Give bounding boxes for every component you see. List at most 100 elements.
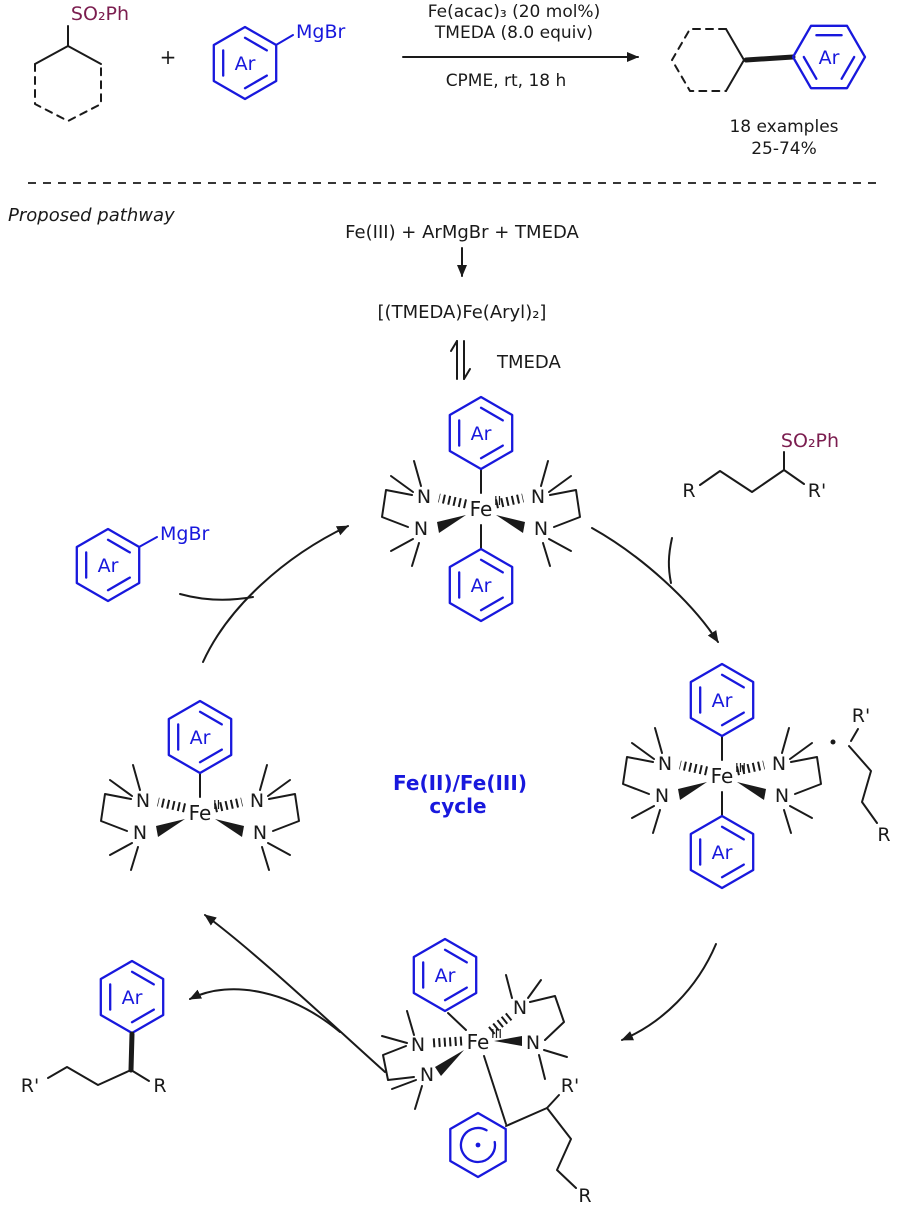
svg-text:N: N [658,753,672,775]
tmeda-ligand-right: N N [736,727,822,834]
oxidation-state: III [735,760,746,775]
svg-text:N: N [534,518,548,540]
oxidation-state: II [494,493,501,508]
mgbr-label: MgBr [296,21,345,43]
fe-label: Fe [189,801,212,825]
cyclohexyl-sulfone-reactant: SO₂Ph [34,3,129,122]
equilibrium-arrows [450,340,471,380]
conditions-text: CPME, rt, 18 h [446,71,567,91]
svg-text:N: N [513,997,527,1019]
radical-dot [830,739,836,745]
cycle-title: Fe(II)/Fe(III) cycle [393,771,527,818]
benzene-ring: Ar [689,662,755,738]
r-prime-label: R' [21,1075,39,1097]
pathway-intermediate: [(TMEDA)Fe(Aryl)₂] [378,302,547,323]
alkyl-chain [505,1107,577,1189]
svg-text:N: N [775,785,789,807]
svg-text:N: N [136,790,150,812]
benzene-ring: Ar [212,25,278,101]
svg-text:N: N [253,822,267,844]
so2ph-label: SO₂Ph [781,430,839,452]
svg-text:N: N [526,1032,540,1054]
ar-label: Ar [471,423,492,445]
catalyst-text: Fe(acac)₃ (20 mol%) [428,2,600,22]
product-dashed-bonds [671,28,727,92]
alkyl-chain [699,469,805,493]
benzene-ring: Ar [689,814,755,890]
tmeda-ligand-left: N N [381,460,467,567]
fe-label: Fe [470,497,493,521]
product-solid-bonds [725,28,745,92]
pathway-title: Proposed pathway [8,205,175,226]
svg-text:N: N [420,1064,434,1086]
benzene-ring: Ar [99,959,165,1035]
benzene-ring: Ar [75,527,141,603]
arrow-right-to-bottom [621,943,717,1041]
cycle-title-line1: Fe(II)/Fe(III) [393,771,527,795]
examples-text: 18 examples [729,117,838,137]
ar-label: Ar [98,555,119,577]
arrow-bottom-to-left [204,914,386,1073]
svg-text:N: N [655,785,669,807]
plus-sign: + [160,45,177,69]
proposed-pathway: Proposed pathway Fe(III) + ArMgBr + TMED… [8,205,580,380]
ar-label: Ar [471,575,492,597]
svg-text:N: N [531,486,545,508]
oxidation-state: II [213,797,220,812]
ar-label: Ar [712,690,733,712]
benzene-ring: Ar [791,24,867,90]
radical-dot [475,1142,481,1148]
sulfone-substrate: SO₂Ph R R' [682,430,839,502]
fe-label: Fe [711,764,734,788]
oxidation-state: III [491,1026,502,1041]
arrow-product-release [189,988,341,1033]
svg-text:N: N [250,790,264,812]
r-label: R [877,824,890,846]
yield-text: 25-74% [751,139,817,159]
cyclohexane-dashed-bonds [34,63,102,122]
radical-chain [848,745,878,824]
svg-text:N: N [772,753,786,775]
reaction-equation: SO₂Ph + Ar MgBr Fe(acac)₃ (20 mol%) TMED… [34,2,867,159]
arylated-product: Ar 18 examples 25-74% [671,24,867,159]
cyclohexadienyl-radical: R' R [449,1075,592,1206]
grignard-feed-curve [179,593,254,601]
ar-label: Ar [712,842,733,864]
svg-text:N: N [411,1034,425,1056]
svg-text:N: N [133,822,147,844]
svg-text:N: N [417,486,431,508]
benzene-ring: Ar [412,937,478,1013]
benzene-ring: Ar [448,547,514,623]
pathway-step1: Fe(III) + ArMgBr + TMEDA [345,222,579,243]
cycle-title-line2: cycle [429,794,486,818]
r-label: R [578,1185,591,1206]
cyclohexane-solid-bonds [34,45,102,65]
fe-carbon-bond [483,1055,507,1125]
cycle-arrows [179,525,719,1073]
r-label: R [153,1075,166,1097]
feIII-alkyl-complex: Ar Fe III N N N N [381,937,568,1125]
benzene-ring: Ar [167,699,233,775]
ar-label: Ar [819,47,840,69]
reaction-arrow-conditions: Fe(acac)₃ (20 mol%) TMEDA (8.0 equiv) CP… [402,2,639,91]
feII-diaryl-complex: Ar Ar Fe II N N N N [381,395,581,623]
ar-label: Ar [435,965,456,987]
arrow-left-to-top [202,525,349,663]
tmeda-ligand-right: N N [214,764,300,871]
alkyl-radical: R' R [830,705,891,846]
arrow-top-to-right [591,527,719,643]
tmeda-ligand-left: N N [622,727,708,834]
ar-label: Ar [122,987,143,1009]
mgbr-label: MgBr [160,523,209,545]
r-prime-label: R' [852,705,870,727]
alkyl-chain [47,1066,132,1086]
bold-bond [743,54,796,63]
svg-text:N: N [414,518,428,540]
r-label: R [682,480,695,502]
feII-monoaryl-complex: Ar Fe II N N N N [100,699,300,871]
so2ph-label: SO₂Ph [71,3,129,25]
feIII-diaryl-complex: Ar Ar Fe III N N N N [622,662,822,890]
ar-label: Ar [235,53,256,75]
